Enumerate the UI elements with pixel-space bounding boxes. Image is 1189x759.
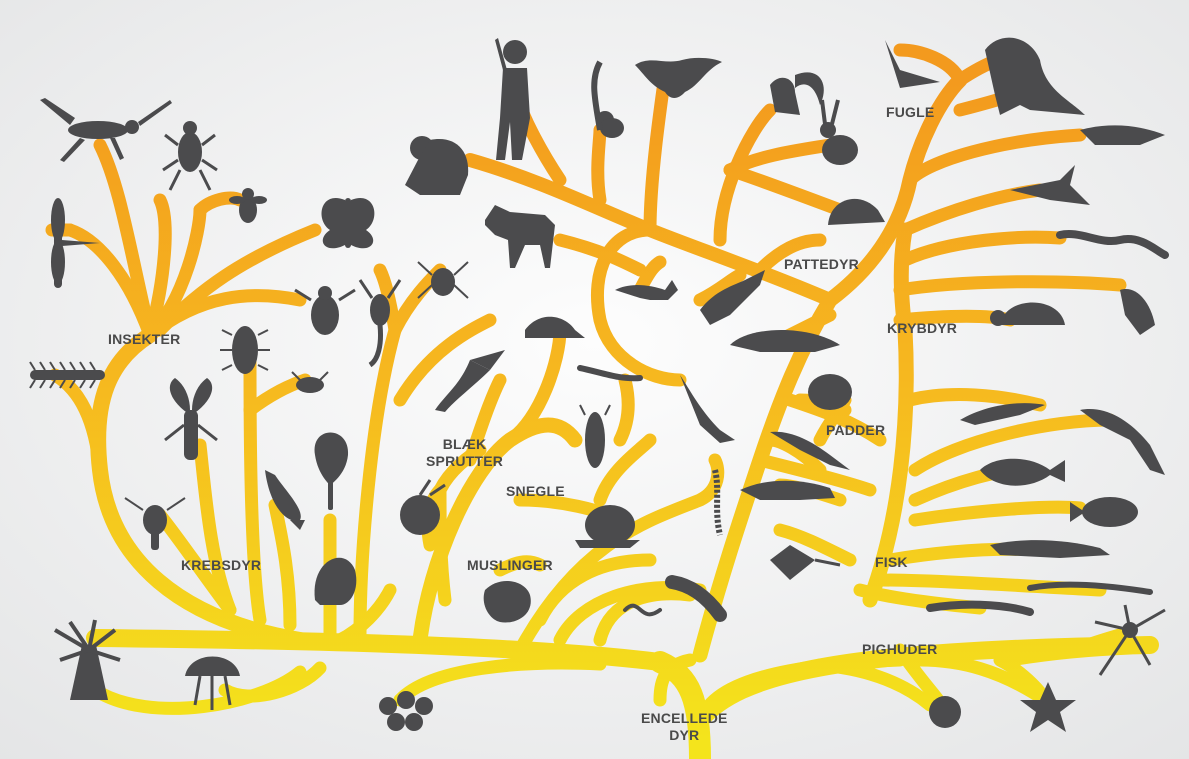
label-protozoa: ENCELLEDE DYR bbox=[641, 710, 728, 744]
label-insects: INSEKTER bbox=[108, 331, 180, 348]
label-mammals: PATTEDYR bbox=[784, 256, 859, 273]
sea-urchin-icon bbox=[929, 696, 961, 728]
label-fish: FISK bbox=[875, 554, 908, 571]
butterfly-icon bbox=[322, 198, 375, 248]
label-birds: FUGLE bbox=[886, 104, 934, 121]
label-cephalopods: BLÆK SPRUTTER bbox=[426, 436, 503, 470]
label-snails: SNEGLE bbox=[506, 483, 565, 500]
label-amphibians: PADDER bbox=[826, 422, 885, 439]
label-protozoa-line1: ENCELLEDE bbox=[641, 710, 728, 727]
label-echinoderms: PIGHUDER bbox=[862, 641, 938, 658]
label-crustaceans: KREBSDYR bbox=[181, 557, 261, 574]
woodlouse-icon bbox=[220, 326, 270, 374]
label-reptiles: KRYBDYR bbox=[887, 320, 957, 337]
frog-icon bbox=[808, 374, 852, 410]
label-protozoa-line2: DYR bbox=[641, 727, 728, 744]
label-cephalopods-line2: SPRUTTER bbox=[426, 453, 503, 470]
label-cephalopods-line1: BLÆK bbox=[426, 436, 503, 453]
label-mussels: MUSLINGER bbox=[467, 557, 553, 574]
